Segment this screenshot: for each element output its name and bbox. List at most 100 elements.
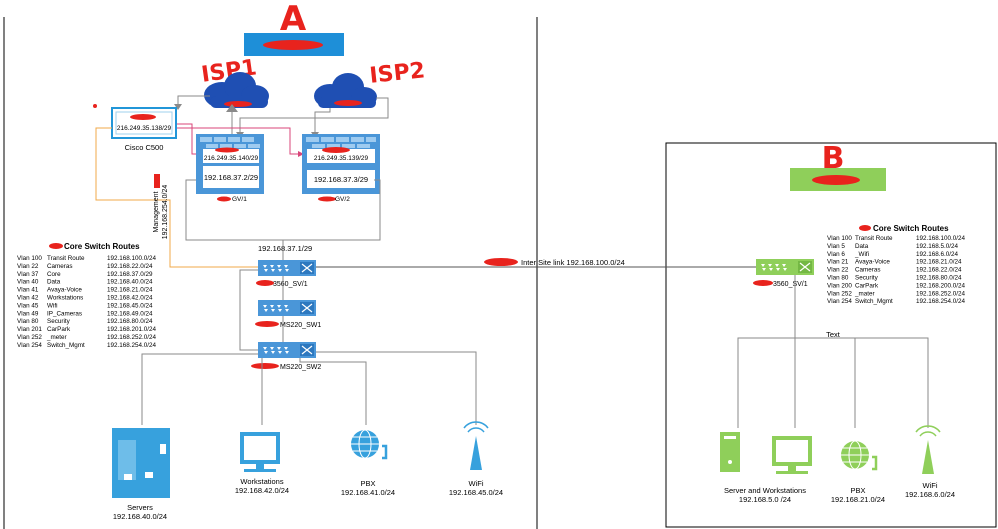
ms220-switch-1[interactable] <box>258 300 316 316</box>
route-name: Data <box>47 279 61 286</box>
ms220-switch-2[interactable] <box>258 342 316 358</box>
route-vlan: Vlan 80 <box>17 318 39 325</box>
route-vlan: Vlan 100 <box>17 255 42 262</box>
route-subnet: 192.168.200.0/24 <box>916 282 966 289</box>
route-name: Cameras <box>47 263 73 270</box>
route-subnet: 192.168.80.0/24 <box>916 275 962 282</box>
route-name: Transit Route <box>47 255 85 262</box>
server-icon <box>112 428 170 498</box>
route-vlan: Vlan 22 <box>17 263 39 270</box>
access-links-a <box>141 351 477 425</box>
firewall-2[interactable] <box>302 134 380 194</box>
router-ip-label: 216.249.35.138/29 <box>117 125 172 132</box>
route-name: _meter <box>46 334 67 341</box>
redaction-mark <box>93 104 97 108</box>
route-subnet: 192.168.42.0/24 <box>107 295 153 302</box>
route-subnet: 192.168.45.0/24 <box>107 302 153 309</box>
route-vlan: Vlan 200 <box>827 282 852 289</box>
route-name: CarPark <box>855 282 879 289</box>
route-name: CarPark <box>47 326 71 333</box>
site-b-pbx-subnet: 192.168.21.0/24 <box>831 495 885 504</box>
site-b-bus-label: Text <box>826 330 841 339</box>
route-vlan: Vlan 252 <box>17 334 42 341</box>
fw2-name-label: GV/2 <box>335 196 350 203</box>
route-name: Transit Route <box>855 235 893 242</box>
route-subnet: 192.168.100.0/24 <box>916 235 966 242</box>
route-name: Workstations <box>47 295 83 302</box>
route-vlan: Vlan 254 <box>17 342 42 349</box>
site-b-wifi-subnet: 192.168.6.0/24 <box>905 490 955 499</box>
site-b-wifi-antenna-icon <box>915 425 941 474</box>
firewall-1[interactable] <box>196 134 264 194</box>
site-b-server-icon <box>720 432 740 472</box>
route-subnet: 192.168.22.0/24 <box>916 267 962 274</box>
redaction-mark <box>484 258 518 266</box>
wifi-subnet: 192.168.45.0/24 <box>449 488 503 497</box>
redaction-mark <box>154 174 160 188</box>
route-vlan: Vlan 22 <box>827 267 849 274</box>
route-name: Avaya-Voice <box>855 259 890 266</box>
route-vlan: Vlan 100 <box>827 235 852 242</box>
route-subnet: 192.168.254.0/24 <box>916 298 966 305</box>
workstations-name: Workstations <box>240 477 283 486</box>
servers-subnet: 192.168.40.0/24 <box>113 512 167 521</box>
route-subnet: 192.168.100.0/24 <box>107 255 157 262</box>
redaction-mark <box>256 280 274 286</box>
site-b-servers-subnet: 192.168.5.0 /24 <box>739 495 791 504</box>
isp2-label: ISP2 <box>368 58 426 89</box>
route-name: Switch_Mgmt <box>47 342 85 349</box>
ms220-sw1-name: MS220_SW1 <box>280 322 321 329</box>
fw1-lan-ip-label: 192.168.37.2/29 <box>204 173 258 182</box>
redaction-mark <box>263 40 323 50</box>
route-vlan: Vlan 5 <box>827 243 845 250</box>
route-vlan: Vlan 41 <box>17 287 39 294</box>
core-switch-a[interactable] <box>258 260 316 276</box>
core-switch-b[interactable] <box>756 259 814 275</box>
fw1-wan-ip-label: 216.249.35.140/29 <box>204 155 259 162</box>
cisco-router[interactable] <box>111 107 177 139</box>
route-vlan: Vlan 80 <box>827 275 849 282</box>
route-name: Avaya-Voice <box>47 287 82 294</box>
link <box>239 269 258 351</box>
route-subnet: 192.168.49.0/24 <box>107 310 153 317</box>
servers-name: Servers <box>127 503 153 512</box>
route-name: Security <box>855 275 879 282</box>
route-subnet: 192.168.6.0/24 <box>916 251 959 258</box>
route-vlan: Vlan 37 <box>17 271 39 278</box>
core-switch-a-name: 3560_SV/1 <box>273 281 308 288</box>
arrow <box>174 104 182 110</box>
inter-site-label: Inter Site link 192.168.100.0/24 <box>521 258 625 267</box>
redaction-mark <box>318 196 336 202</box>
pbx-name: PBX <box>360 479 375 488</box>
route-subnet: 192.168.80.0/24 <box>107 318 153 325</box>
route-subnet: 192.168.254.0/24 <box>107 342 157 349</box>
workstation-icon <box>240 432 280 472</box>
management-link <box>95 127 258 268</box>
site-b-workstation-icon <box>772 436 812 474</box>
route-name: _Wifi <box>854 251 869 258</box>
site-b-pbx-globe-icon <box>841 440 878 471</box>
access-links-b <box>737 275 929 428</box>
isp2-cloud-icon <box>314 73 377 108</box>
route-vlan: Vlan 252 <box>827 290 852 297</box>
site-b-wifi-name: WiFi <box>923 481 938 490</box>
pbx-globe-icon <box>351 429 388 460</box>
core-ip-label: 192.168.37.1/29 <box>258 244 312 253</box>
route-name: _mater <box>854 290 875 297</box>
route-subnet: 192.168.5.0/24 <box>916 243 959 250</box>
route-vlan: Vlan 42 <box>17 295 39 302</box>
management-label: Management <box>153 192 160 233</box>
pbx-subnet: 192.168.41.0/24 <box>341 488 395 497</box>
route-vlan: Vlan 201 <box>17 326 42 333</box>
route-name: Core <box>47 271 61 278</box>
route-subnet: 192.168.37.0/29 <box>107 271 153 278</box>
management-subnet-label: 192.168.254.0/24 <box>162 185 169 240</box>
route-subnet: 192.168.22.0/24 <box>107 263 153 270</box>
site-b-pbx-name: PBX <box>850 486 865 495</box>
arrow <box>226 104 238 112</box>
route-name: Switch_Mgmt <box>855 298 893 305</box>
route-subnet: 192.168.252.0/24 <box>916 290 966 297</box>
route-vlan: Vlan 6 <box>827 251 845 258</box>
